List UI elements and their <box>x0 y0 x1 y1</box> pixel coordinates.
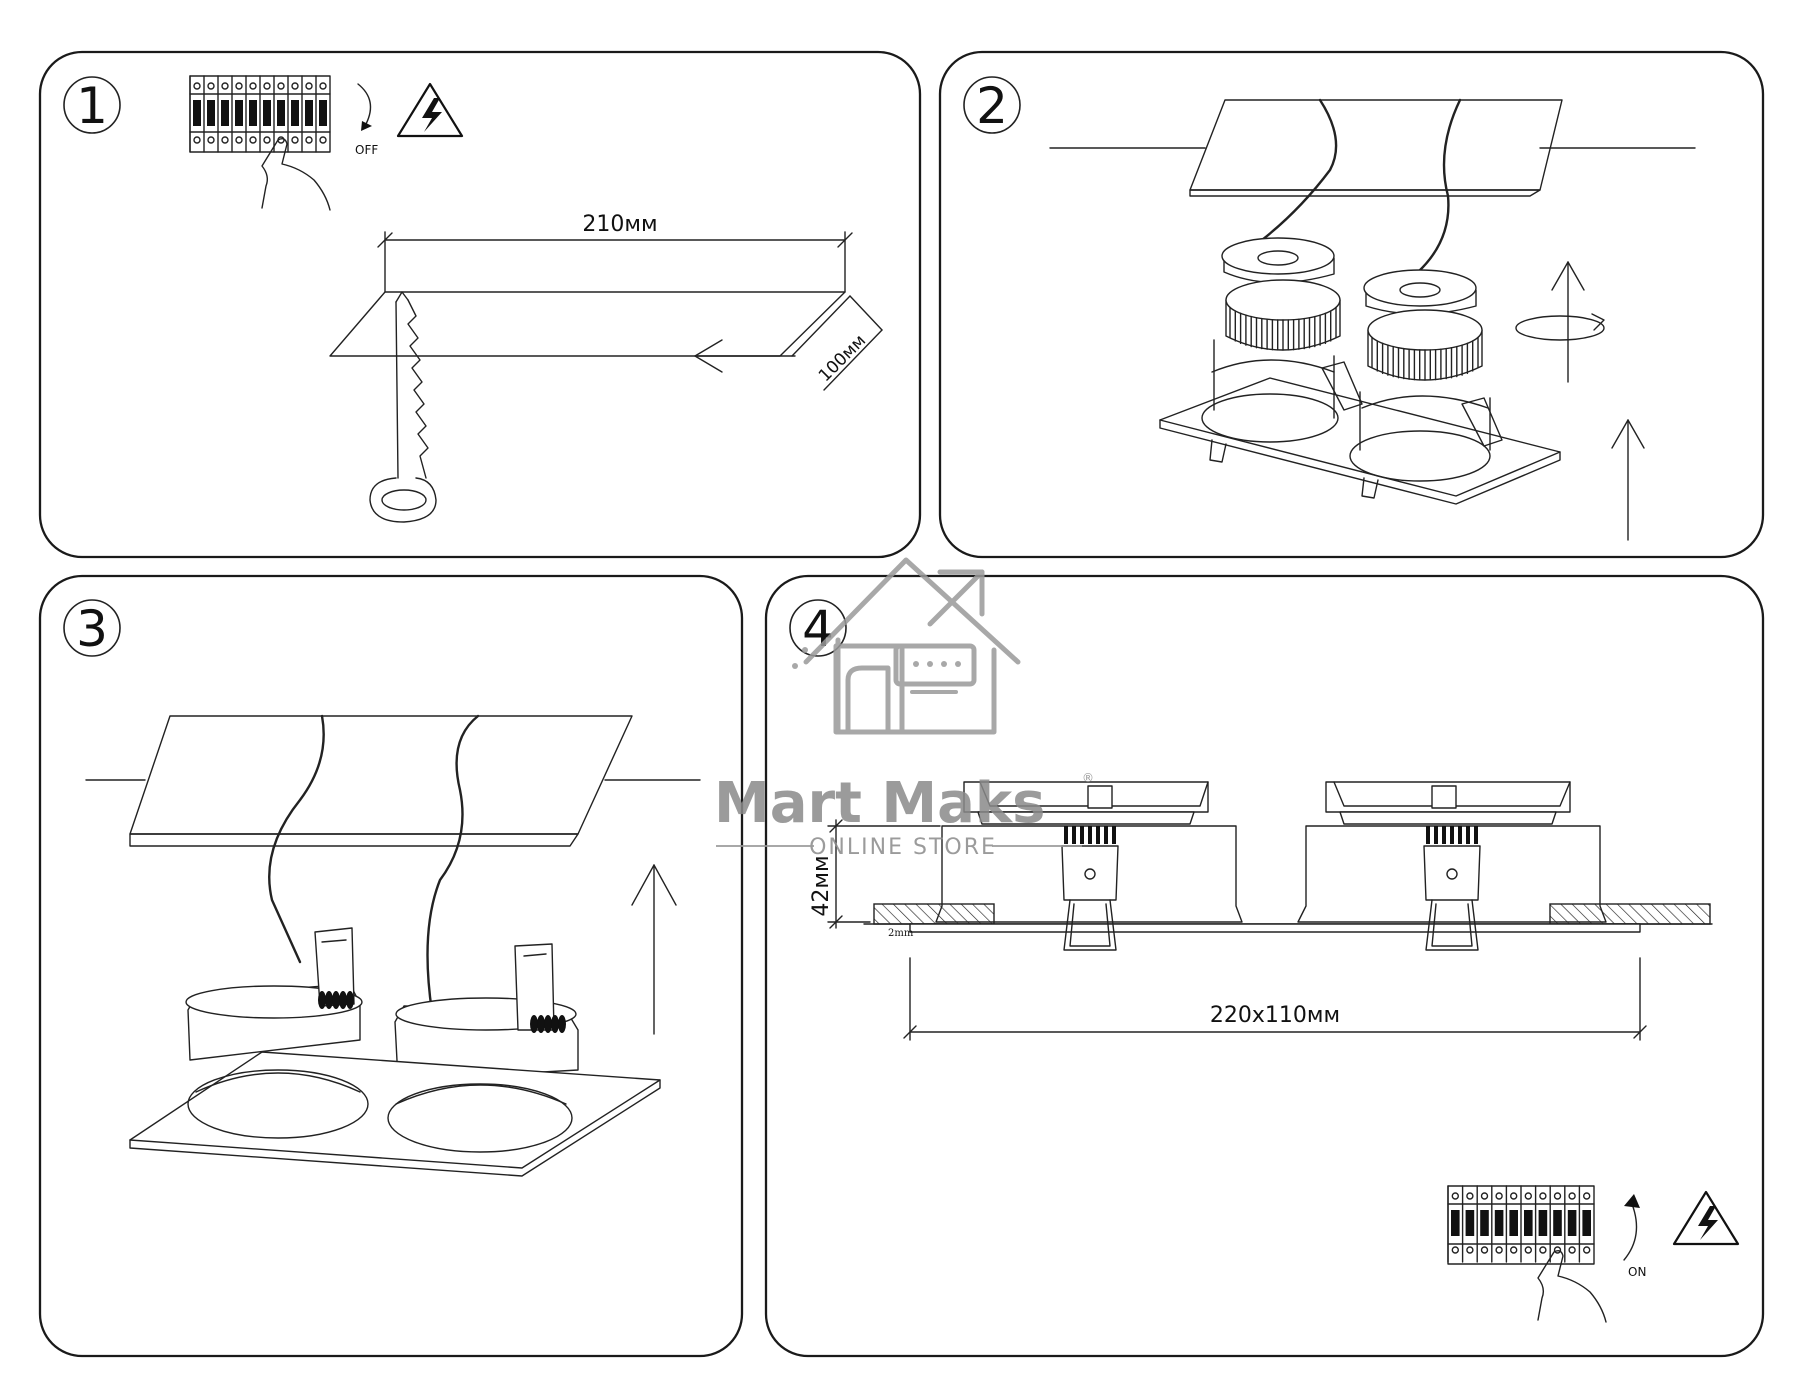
knurled-ring-left <box>1225 279 1341 351</box>
circuit-breaker-icon <box>189 75 372 153</box>
saw-icon <box>369 291 437 523</box>
double-trim-frame <box>1159 339 1561 505</box>
rotate-arrow-icon <box>1515 313 1605 341</box>
high-voltage-warning-icon <box>1672 1190 1740 1246</box>
watermark-tagline: ONLINE STORE <box>809 835 997 860</box>
height-dimension: 42мм <box>809 819 941 929</box>
watermark-registered: ® <box>1082 771 1094 785</box>
left-arrow-icon <box>694 339 796 373</box>
up-arrow-icon <box>1611 419 1645 541</box>
step-2-panel: 2 <box>938 50 1765 559</box>
svg-text:220x110мм: 220x110мм <box>1210 1003 1340 1028</box>
watermark-brand: Mart Maks <box>714 771 1046 836</box>
fixture-side-view <box>863 781 1713 951</box>
circuit-breaker-icon <box>1447 1185 1640 1265</box>
cutout-length-dimension: 210мм <box>377 212 853 293</box>
switch-on-label: ON <box>1628 1265 1646 1279</box>
step-3-panel: 3 <box>38 574 744 1358</box>
recessed-double-fixture <box>129 927 661 1177</box>
svg-text:210мм: 210мм <box>582 212 657 237</box>
hand-icon <box>1537 1249 1607 1323</box>
switch-off-label: OFF <box>355 143 378 157</box>
step-1-panel: 1 OFF 210мм <box>38 50 922 559</box>
step-4-panel: 4 42мм <box>764 574 1765 1358</box>
ceiling-board <box>1049 99 1696 197</box>
lamp-socket-left <box>1221 237 1335 284</box>
up-arrow-icon <box>631 864 677 1035</box>
trim-thickness-label: 2mm <box>888 928 914 939</box>
knurled-ring-right <box>1367 309 1483 381</box>
cutout-dimension: 220x110мм <box>903 957 1647 1041</box>
step-number: 1 <box>76 77 108 135</box>
step-number: 3 <box>76 600 108 658</box>
step-number: 2 <box>976 77 1008 135</box>
up-arrow-icon <box>1551 261 1585 383</box>
lamp-socket-right <box>1363 269 1477 315</box>
hand-icon <box>261 137 331 211</box>
high-voltage-warning-icon <box>396 82 464 138</box>
svg-text:42мм: 42мм <box>809 855 834 916</box>
watermark-logo: Mart Maks ® ONLINE STORE <box>714 557 1094 860</box>
